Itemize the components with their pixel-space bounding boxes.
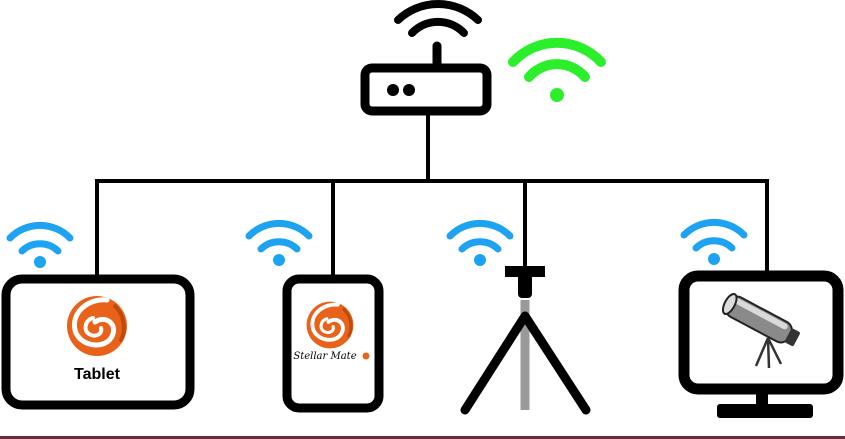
tripod-legs	[460, 311, 591, 415]
tablet-device: Tablet	[1, 274, 195, 410]
monitor-base	[717, 404, 813, 418]
router-led-1	[387, 84, 399, 96]
tripod-head	[505, 266, 545, 277]
network-signal-icon	[508, 37, 606, 102]
phone-device: Stellar Mate	[282, 274, 384, 413]
router-led-2	[403, 84, 415, 96]
tablet-label: Tablet	[74, 366, 121, 383]
router-body	[360, 63, 492, 116]
phone-label: Stellar Mate	[293, 351, 356, 362]
tripod-mount-icon	[460, 266, 591, 415]
tablet-wifi-icon	[6, 221, 74, 268]
router-wifi-outer-arc	[394, 0, 482, 24]
tablet-stellarmate-logo-icon	[67, 296, 127, 356]
telescope-icon	[721, 292, 800, 369]
phone-logo-dot	[362, 352, 370, 360]
router-icon	[360, 0, 492, 116]
monitor-device	[678, 270, 844, 418]
mount-wifi-icon	[446, 219, 514, 266]
phone-wifi-icon	[245, 219, 313, 266]
monitor-wifi-icon	[680, 218, 748, 265]
phone-stellarmate-logo-icon	[304, 299, 356, 351]
router-wifi-inner-arc	[408, 17, 468, 37]
bottom-border	[0, 436, 845, 439]
monitor-neck	[756, 389, 768, 406]
tripod-neck	[518, 274, 532, 298]
connection-lines	[95, 108, 769, 278]
